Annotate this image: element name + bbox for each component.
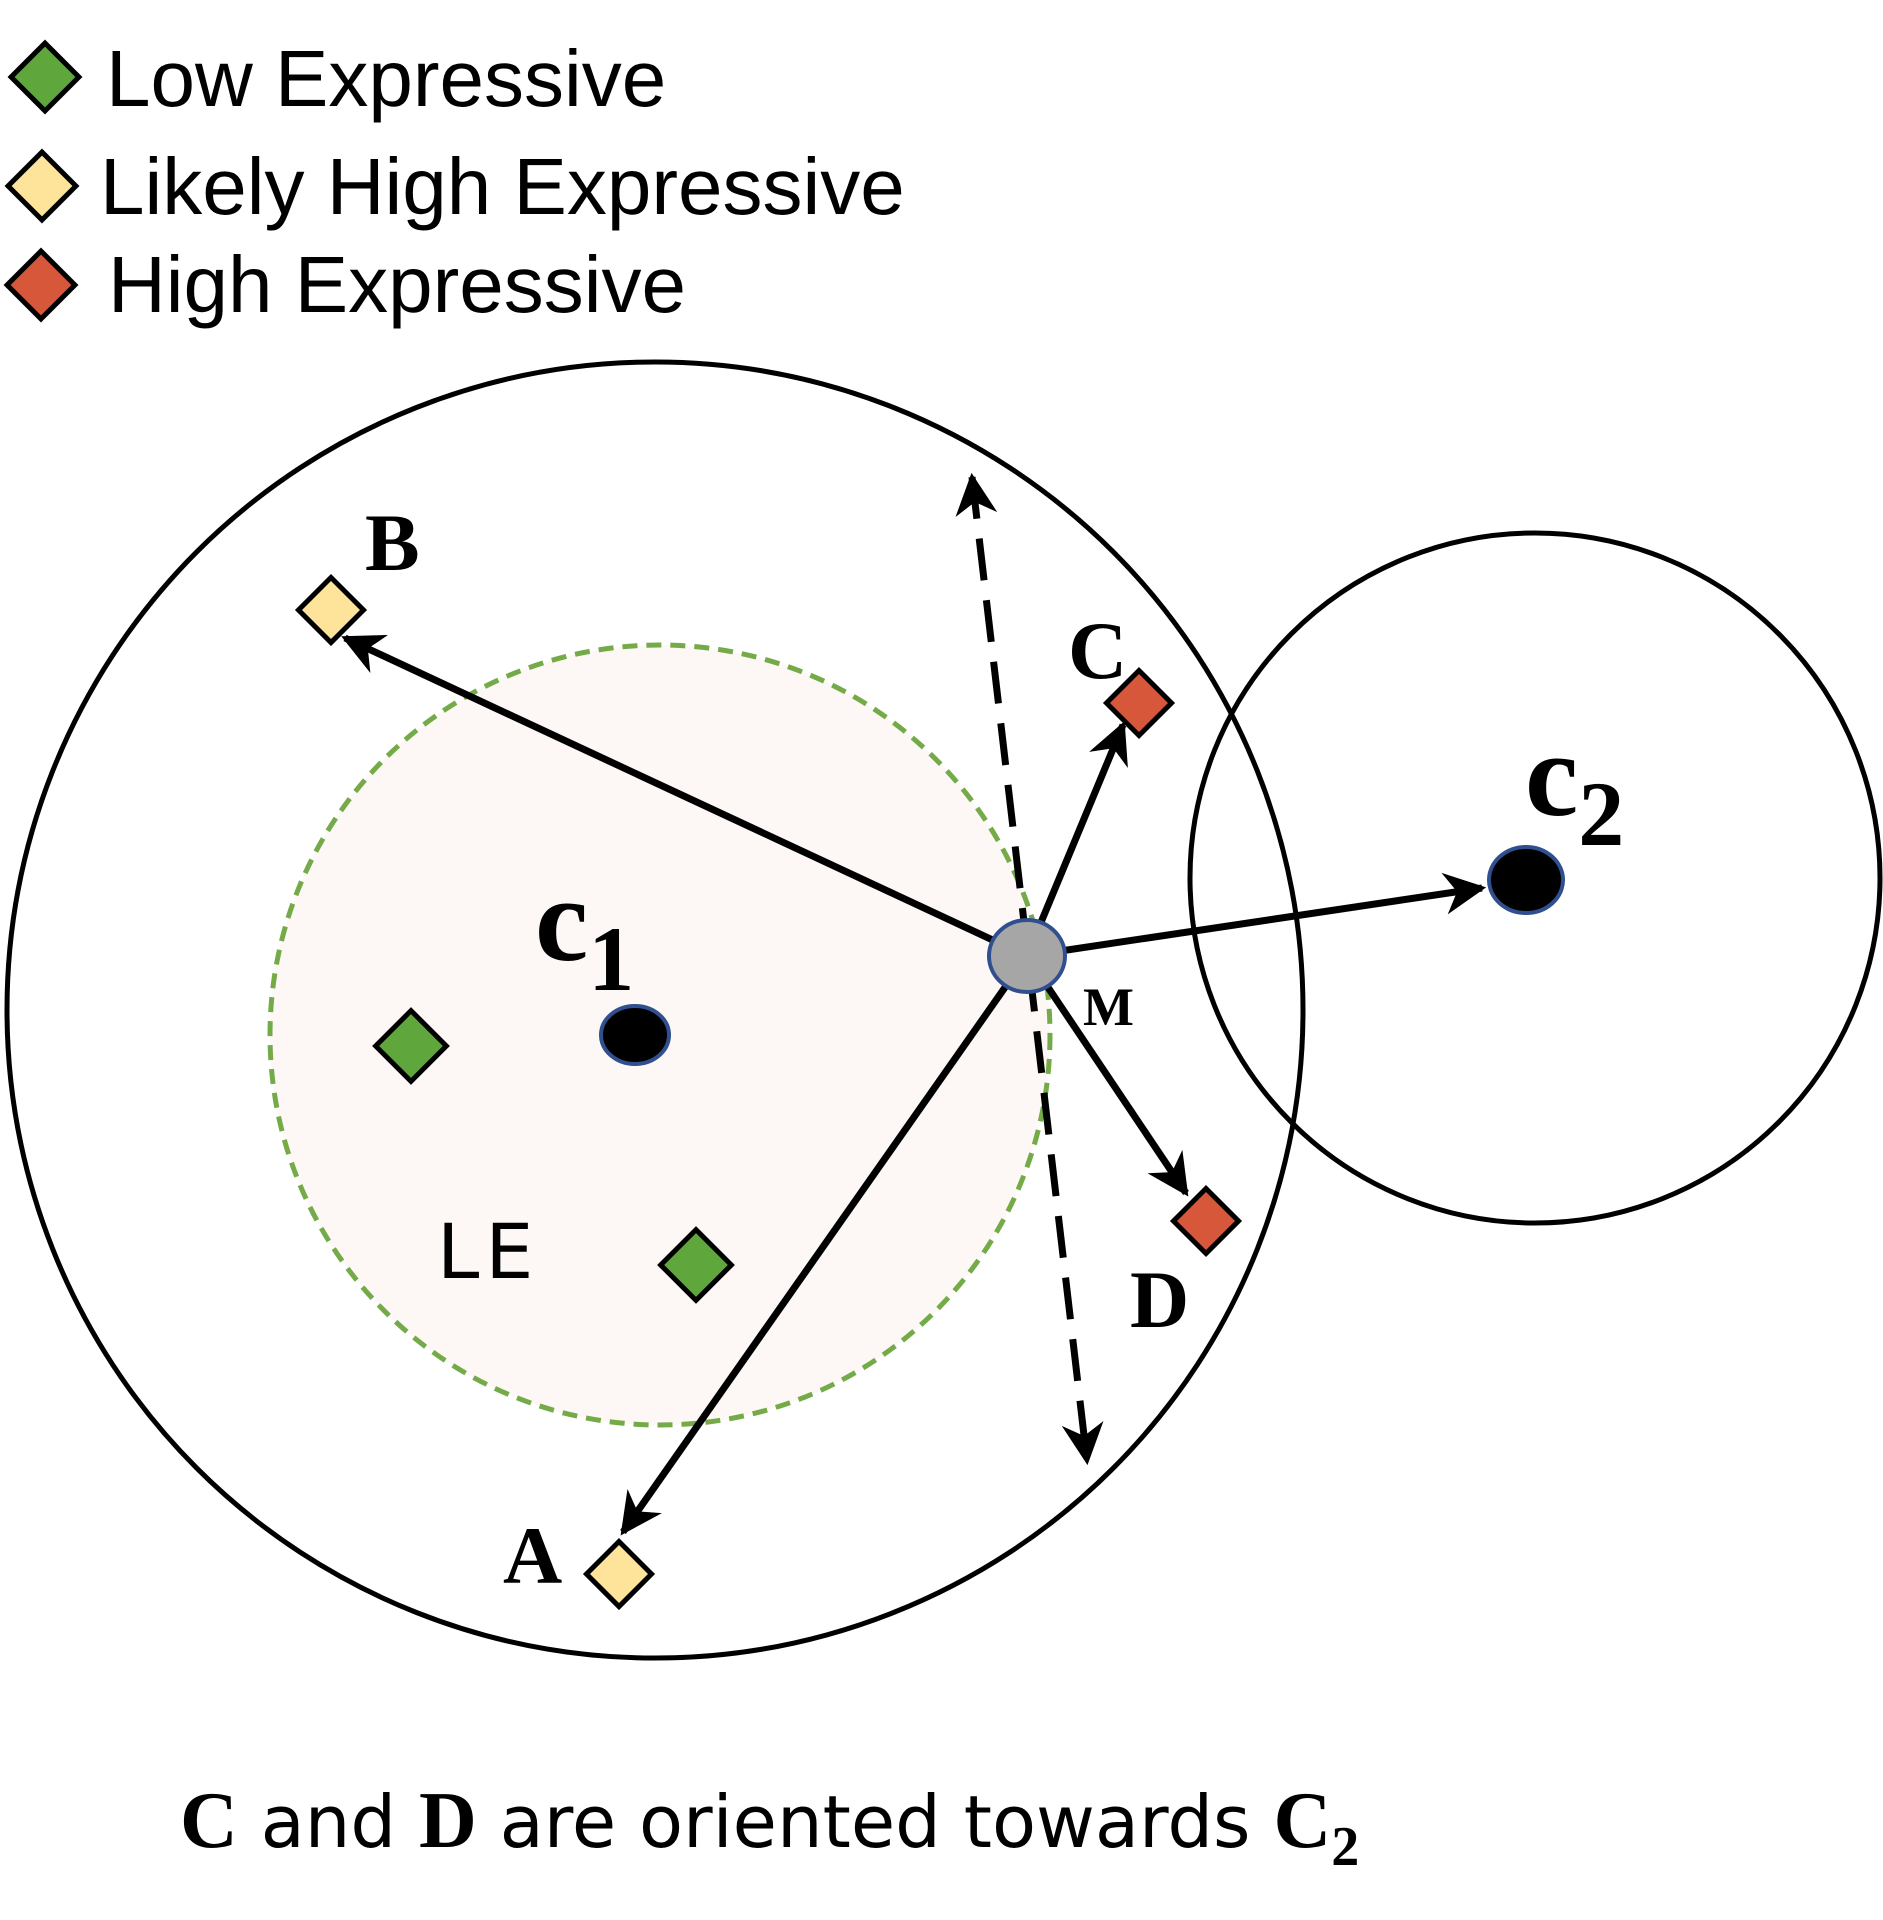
- arrow-m-to-d: [1024, 954, 1189, 1197]
- legend-label-likely-high-expressive: Likely High Expressive: [100, 142, 905, 231]
- label-d: D: [1130, 1254, 1189, 1345]
- caption-d: D: [419, 1777, 477, 1865]
- point-b-marker: [294, 573, 368, 647]
- caption-c2-letter: C: [1273, 1777, 1331, 1865]
- legend-item-low-expressive: Low Expressive: [7, 34, 666, 123]
- label-c1-subscript: 1: [588, 908, 634, 1010]
- arrow-m-to-c: [1023, 721, 1128, 958]
- arrow-m-to-b: [341, 634, 1029, 960]
- green-diamond-icon: [7, 39, 83, 115]
- label-c1: c1: [535, 853, 634, 1010]
- point-m: [987, 918, 1067, 994]
- label-c2-letter: c: [1525, 708, 1578, 841]
- red-diamond-icon: [3, 247, 79, 323]
- label-c: C: [1068, 605, 1127, 696]
- legend: Low Expressive Likely High Expressive Hi…: [3, 34, 905, 329]
- centroid-c1: [599, 1004, 671, 1066]
- legend-item-likely-high-expressive: Likely High Expressive: [4, 142, 905, 231]
- caption-c2-subscript: 2: [1331, 1816, 1359, 1878]
- arrow-m-to-c2: [1026, 872, 1487, 960]
- centroid-c2: [1487, 845, 1565, 915]
- legend-item-high-expressive: High Expressive: [3, 240, 686, 329]
- label-m: M: [1083, 977, 1134, 1037]
- cluster-c2-circle: [1187, 530, 1883, 1226]
- dashed-boundary-arrow: [955, 472, 1104, 1466]
- low-expressive-marker-1: [372, 1007, 450, 1085]
- caption-and: and: [238, 1780, 419, 1864]
- caption-c: C: [180, 1777, 238, 1865]
- label-a: A: [503, 1510, 562, 1601]
- label-c1-letter: c: [535, 853, 588, 986]
- legend-label-high-expressive: High Expressive: [108, 240, 686, 329]
- label-c2-subscript: 2: [1578, 763, 1624, 865]
- label-c2: c2: [1525, 708, 1624, 865]
- le-region-label: LE: [437, 1207, 539, 1296]
- point-a-marker: [582, 1537, 656, 1611]
- cluster-c1-circle: [4, 359, 1306, 1661]
- caption-oriented: are oriented towards: [477, 1780, 1274, 1864]
- low-expressive-marker-2: [657, 1226, 735, 1304]
- point-c-marker: [1102, 666, 1176, 740]
- yellow-diamond-icon: [4, 148, 80, 224]
- legend-label-low-expressive: Low Expressive: [106, 34, 666, 123]
- point-d-marker: [1169, 1184, 1243, 1258]
- arrow-m-to-a: [620, 953, 1030, 1536]
- label-b: B: [365, 497, 420, 588]
- caption: C and D are oriented towards C2: [180, 1777, 1359, 1878]
